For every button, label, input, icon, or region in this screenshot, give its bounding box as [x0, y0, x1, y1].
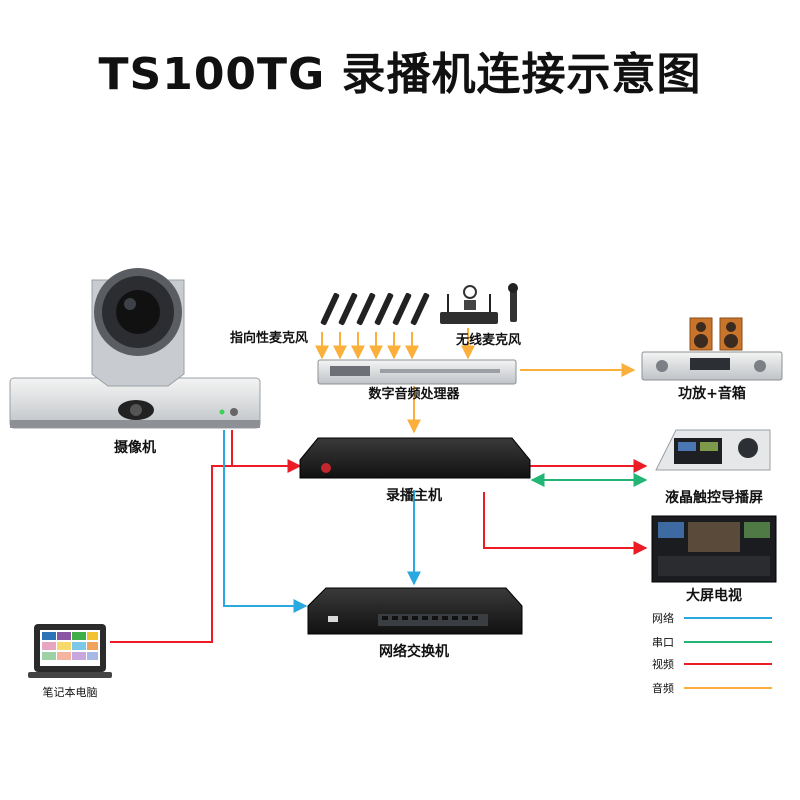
audio-processor-device: [317, 359, 517, 385]
amplifier-device: [641, 317, 783, 381]
legend-label-audio: 音频: [652, 681, 674, 695]
video-line-laptop-recorder: [110, 465, 232, 643]
legend-label-network: 网络: [652, 611, 674, 625]
laptop-device: [28, 624, 112, 678]
video-line-camera-recorder: [231, 430, 302, 473]
network-switch-device: [307, 587, 523, 635]
video-line-recorder-bigscreen: [483, 492, 648, 555]
audio-processor-label: 数字音频处理器: [368, 386, 460, 402]
amplifier-label: 功放+音箱: [678, 385, 746, 402]
lcd-director-label: 液晶触控导播屏: [665, 489, 763, 506]
page-title: TS100TG 录播机连接示意图: [98, 49, 702, 100]
camera-device: [9, 268, 261, 429]
audio-lines-mics-processor: [315, 328, 475, 360]
legend: 网络 串口 视频 音频: [652, 611, 772, 695]
recorder-device: [299, 437, 531, 479]
network-line-camera-switch: [223, 430, 308, 613]
wireless-mic-label: 无线麦克风: [455, 332, 521, 348]
legend-label-serial: 串口: [652, 636, 674, 649]
big-screen-device: [651, 515, 777, 583]
legend-label-video: 视频: [652, 657, 674, 671]
wireless-mic-icon: [440, 283, 518, 324]
directional-mic-icons: [320, 292, 430, 326]
recorder-label: 录播主机: [386, 487, 442, 504]
lcd-director-device: [655, 429, 771, 471]
directional-mic-label: 指向性麦克风: [230, 330, 308, 346]
camera-label: 摄像机: [114, 439, 156, 456]
network-switch-label: 网络交换机: [379, 643, 449, 660]
big-screen-label: 大屏电视: [686, 587, 742, 604]
laptop-label: 笔记本电脑: [43, 685, 98, 699]
